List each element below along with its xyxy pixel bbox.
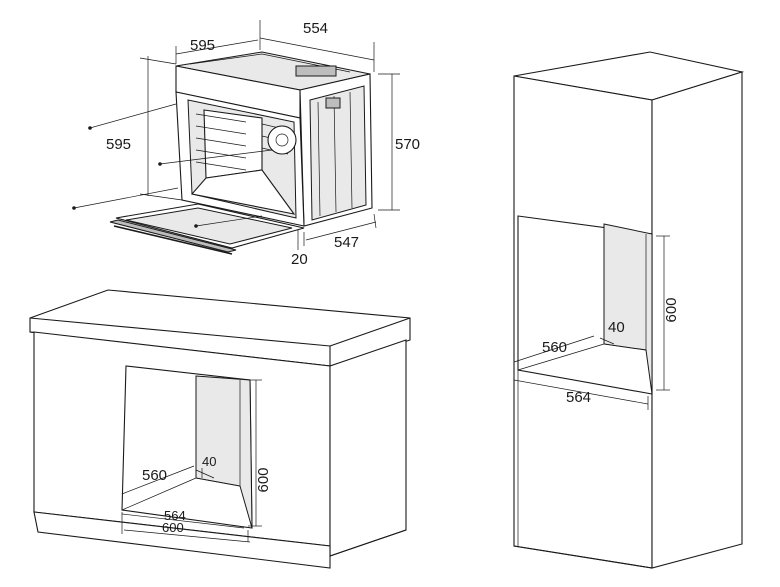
dim-top-depth: 554 [303, 20, 328, 37]
dim-body-height: 570 [395, 136, 420, 153]
under-counter-cabinet-drawing: 560 40 600 564 600 [29, 289, 411, 569]
dim-overall-width: 600 [162, 520, 184, 535]
dim-front-height: 595 [106, 136, 131, 153]
oven-door-handle [109, 219, 237, 253]
dim-tall-back-width: 560 [542, 339, 567, 356]
dim-back-width: 560 [142, 467, 167, 484]
cabinet-plinth [33, 511, 331, 569]
tall-cabinet-side [651, 71, 743, 569]
dim-body-depth: 547 [334, 234, 359, 251]
dim-door-offset: 20 [291, 251, 308, 268]
oven-top-vent [295, 65, 337, 77]
dim-rear-gap: 40 [202, 454, 216, 469]
dim-tall-height: 600 [663, 297, 680, 322]
oven-dimension-lines [72, 20, 400, 250]
tall-niche-dimension-lines [513, 235, 670, 410]
dim-top-width: 595 [190, 37, 215, 54]
dim-tall-opening-width: 564 [566, 389, 591, 406]
dim-tall-rear-gap: 40 [608, 319, 625, 336]
dim-height: 600 [255, 467, 272, 492]
cabinet-side-panel [329, 339, 407, 557]
dim-opening-width: 564 [164, 508, 186, 523]
oven-drawing: 554 595 595 570 547 20 [72, 20, 420, 268]
tall-cabinet-drawing: 560 40 600 564 [513, 51, 745, 569]
oven-fan [267, 125, 297, 155]
niche-dimension-lines [121, 379, 262, 543]
